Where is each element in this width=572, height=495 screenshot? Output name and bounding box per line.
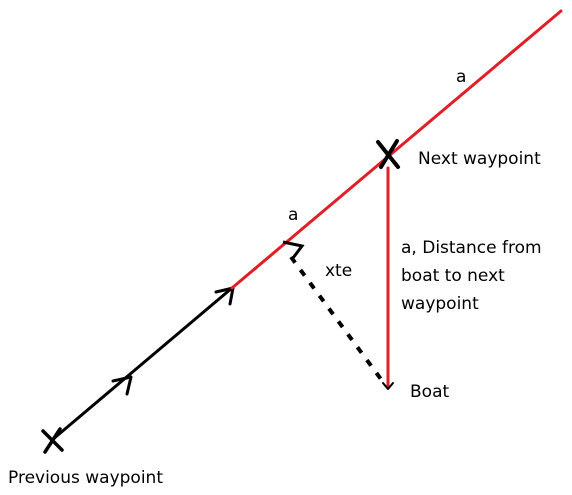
arrowhead-icon [111,375,133,396]
label-distance-line3: waypoint [401,294,479,314]
label-a-mid: a [288,205,298,225]
track-line [50,286,234,442]
label-distance-line1: a, Distance from [401,238,542,258]
label-boat: Boat [410,382,449,402]
label-a-top: a [456,67,466,87]
boat-arrowhead-icon [382,382,394,390]
xte-line-dashed [289,255,388,388]
label-previous-waypoint: Previous waypoint [8,468,163,488]
label-distance-line2: boat to next [401,266,505,286]
label-next-waypoint: Next waypoint [418,149,541,169]
label-xte: xte [325,261,352,281]
next-waypoint-cross-icon [376,139,400,169]
previous-waypoint-cross-icon [41,427,64,454]
right-angle-icon [282,240,305,259]
